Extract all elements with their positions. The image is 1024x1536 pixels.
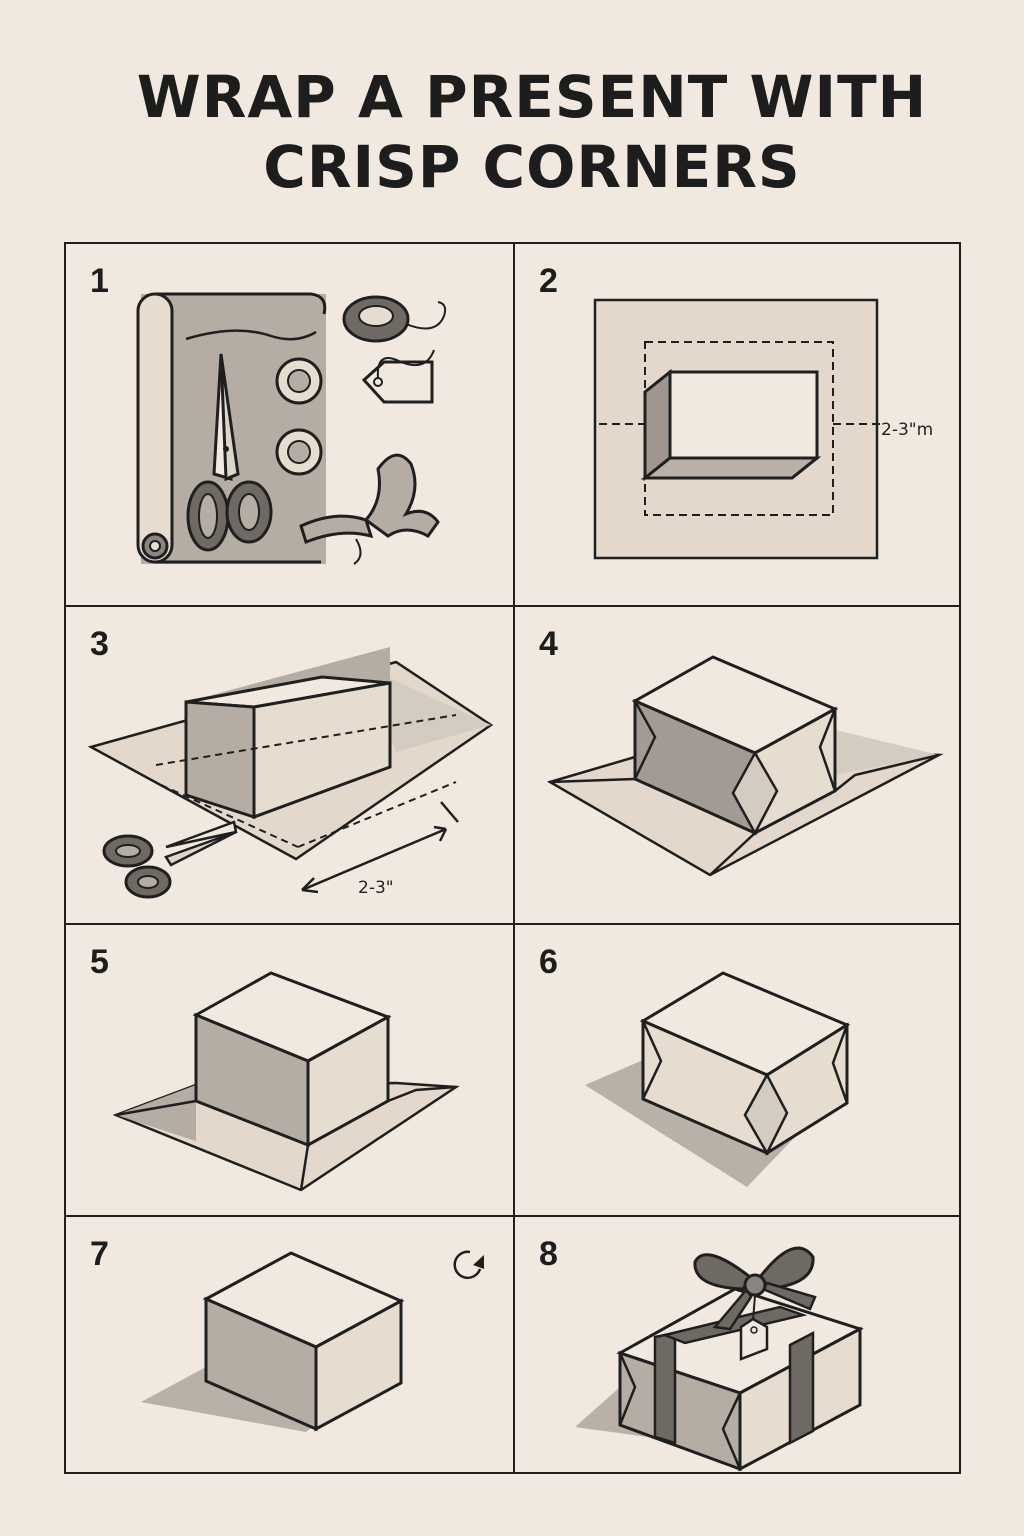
scissors-icon bbox=[104, 822, 236, 897]
measure-label-3: 2-3" bbox=[358, 878, 394, 898]
finished-gift-illustration bbox=[515, 1217, 961, 1472]
step-panel-2: 2 2-3"m bbox=[515, 244, 961, 607]
measure-label: 2-3"m bbox=[881, 420, 933, 440]
rotate-icon bbox=[455, 1252, 484, 1278]
cut-paper-illustration: 2-3" bbox=[66, 607, 513, 923]
wrap-box-illustration bbox=[66, 925, 513, 1215]
steps-grid: 1 bbox=[64, 242, 961, 1474]
measure-paper-illustration: 2-3"m bbox=[515, 244, 961, 605]
step-panel-8: 8 bbox=[515, 1217, 961, 1474]
fold-sides-illustration bbox=[515, 607, 961, 923]
fold-ends-illustration bbox=[515, 925, 961, 1215]
supplies-illustration bbox=[66, 244, 513, 605]
step-panel-5: 5 bbox=[66, 925, 515, 1217]
gift-tag-icon bbox=[364, 350, 434, 402]
page-title: WRAP A PRESENT WITH CRISP CORNERS bbox=[0, 62, 1024, 202]
step-panel-4: 4 bbox=[515, 607, 961, 925]
title-line-2: CRISP CORNERS bbox=[0, 132, 1024, 202]
step-panel-1: 1 bbox=[66, 244, 515, 607]
step-panel-7: 7 bbox=[66, 1217, 515, 1474]
step-panel-3: 3 2-3" bbox=[66, 607, 515, 925]
tape-box-illustration bbox=[66, 1217, 513, 1472]
step-panel-6: 6 bbox=[515, 925, 961, 1217]
ribbon-spool-icon bbox=[344, 297, 445, 341]
title-line-1: WRAP A PRESENT WITH bbox=[0, 62, 1024, 132]
